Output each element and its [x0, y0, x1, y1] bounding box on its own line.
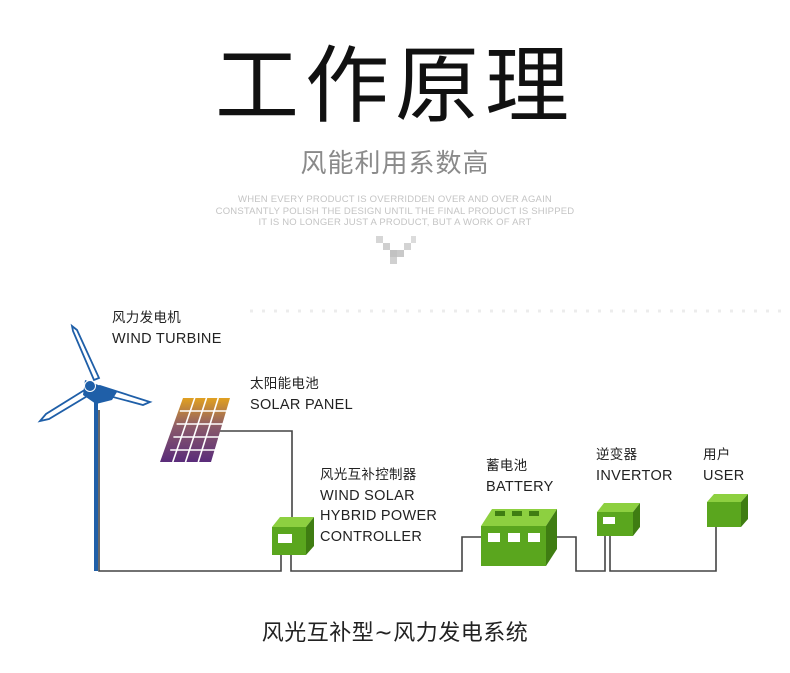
chevron-down-icon	[376, 236, 416, 264]
user-label: 用户 USER	[703, 445, 745, 486]
solar-panel-label-cn: 太阳能电池	[250, 376, 319, 392]
controller-label-en: WIND SOLAR	[320, 487, 415, 504]
wind-turbine-label-en: WIND TURBINE	[112, 330, 222, 347]
inverter-label-en: INVERTOR	[596, 467, 673, 484]
inverter-device	[597, 503, 640, 536]
page-title: 工作原理	[214, 37, 575, 135]
inverter-label-cn: 逆变器	[596, 447, 638, 463]
inverter-label: 逆变器 INVERTOR	[596, 445, 673, 486]
user-label-en: USER	[703, 467, 745, 484]
controller-device	[272, 517, 314, 555]
system-diagram	[37, 309, 790, 572]
wind-turbine-label-cn: 风力发电机	[112, 310, 181, 326]
controller-label: 风光互补控制器 WIND SOLAR HYBRID POWER CONTROLL…	[320, 465, 437, 547]
tagline: WHEN EVERY PRODUCT IS OVERRIDDEN OVER AN…	[0, 194, 790, 229]
battery-label-en: BATTERY	[486, 478, 554, 495]
battery-label-cn: 蓄电池	[486, 458, 528, 474]
controller-label-en: CONTROLLER	[320, 528, 423, 545]
tagline-line: CONSTANTLY POLISH THE DESIGN UNTIL THE F…	[215, 205, 575, 217]
battery-label: 蓄电池 BATTERY	[486, 456, 554, 497]
wiring	[98, 410, 717, 572]
user-label-cn: 用户	[703, 447, 731, 463]
tagline-line: WHEN EVERY PRODUCT IS OVERRIDDEN OVER AN…	[238, 194, 552, 205]
wind-turbine	[37, 323, 153, 571]
controller-label-en: HYBRID POWER	[320, 508, 438, 524]
user-device	[707, 494, 748, 527]
tagline-line: IT IS NO LONGER JUST A PRODUCT, BUT A WO…	[258, 217, 532, 228]
controller-label-cn: 风光互补控制器	[320, 467, 417, 483]
page-subtitle: 风能利用系数高	[300, 149, 490, 179]
solar-panel	[160, 397, 230, 463]
wind-turbine-label: 风力发电机 WIND TURBINE	[112, 308, 222, 349]
solar-panel-label-en: SOLAR PANEL	[250, 396, 353, 413]
solar-panel-label: 太阳能电池 SOLAR PANEL	[250, 374, 353, 415]
system-caption: 风光互补型~风力发电系统	[261, 621, 529, 646]
battery-device	[481, 509, 557, 566]
